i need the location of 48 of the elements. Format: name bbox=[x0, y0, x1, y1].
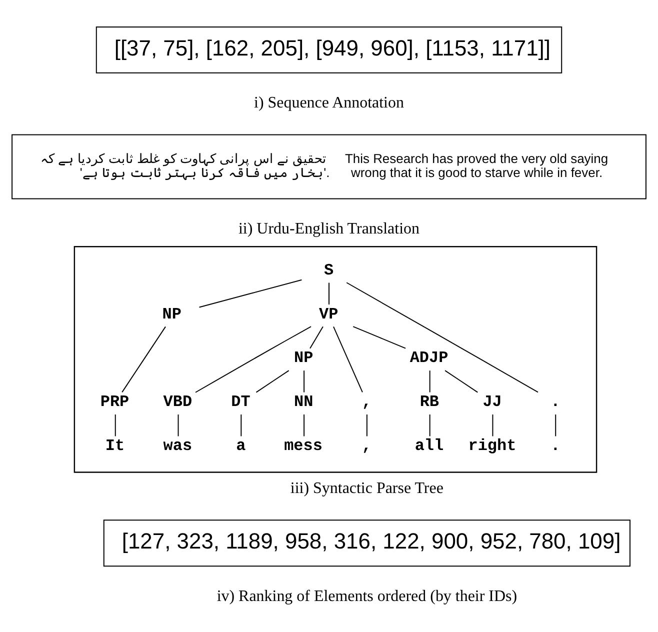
node-text: , bbox=[362, 392, 372, 411]
node-text: . bbox=[550, 392, 560, 411]
connector bbox=[240, 414, 242, 436]
node-text: all bbox=[414, 436, 444, 455]
connector bbox=[444, 370, 478, 392]
connector bbox=[346, 282, 538, 392]
node-label: ii) Urdu-English Translation bbox=[238, 220, 420, 237]
node-text: RB bbox=[420, 392, 440, 411]
node-text: . bbox=[550, 436, 560, 455]
node-text: S bbox=[324, 260, 334, 279]
connector bbox=[310, 326, 324, 348]
connector bbox=[429, 414, 430, 436]
node-box: [[37, 75], [162, 205], [949, 960], [1153, 1171]] bbox=[96, 26, 562, 73]
connector bbox=[366, 414, 368, 436]
connector bbox=[555, 414, 556, 436]
node-box: [127, 323, 1189, 958, 316, 122, 900, 952, 780, 109] bbox=[103, 519, 630, 566]
node-label: iv) Ranking of Elements ordered (by their IDs) bbox=[216, 587, 518, 604]
connector bbox=[328, 282, 330, 304]
node-label: iii) Syntactic Parse Tree bbox=[290, 480, 444, 496]
connector bbox=[256, 370, 290, 392]
connector bbox=[304, 370, 305, 392]
node-text: was bbox=[163, 436, 192, 455]
connector bbox=[198, 278, 302, 308]
connector bbox=[178, 414, 179, 436]
connector bbox=[492, 414, 494, 436]
node-text: It bbox=[105, 436, 125, 455]
connector bbox=[429, 370, 430, 392]
node-text: a bbox=[236, 436, 246, 455]
node-text: JJ bbox=[482, 392, 502, 411]
cluster bbox=[74, 246, 598, 472]
connector bbox=[122, 326, 166, 392]
node-text: , bbox=[362, 436, 372, 455]
connector bbox=[352, 326, 406, 348]
node-text: NP bbox=[294, 348, 314, 367]
connector bbox=[114, 414, 116, 436]
connector bbox=[333, 326, 363, 392]
connector bbox=[304, 414, 305, 436]
node-text: DT bbox=[231, 392, 250, 411]
node-text: NN bbox=[294, 392, 314, 411]
connector bbox=[195, 326, 312, 392]
node-label: i) Sequence Annotation bbox=[254, 94, 404, 112]
node-text: PRP bbox=[100, 392, 130, 411]
node-text: right bbox=[468, 436, 516, 455]
node-text: NP bbox=[162, 304, 182, 323]
node-text: ADJP bbox=[410, 348, 448, 367]
node-text: VP bbox=[319, 304, 338, 323]
node-text: VBD bbox=[163, 392, 192, 411]
node-text: mess bbox=[284, 436, 322, 455]
